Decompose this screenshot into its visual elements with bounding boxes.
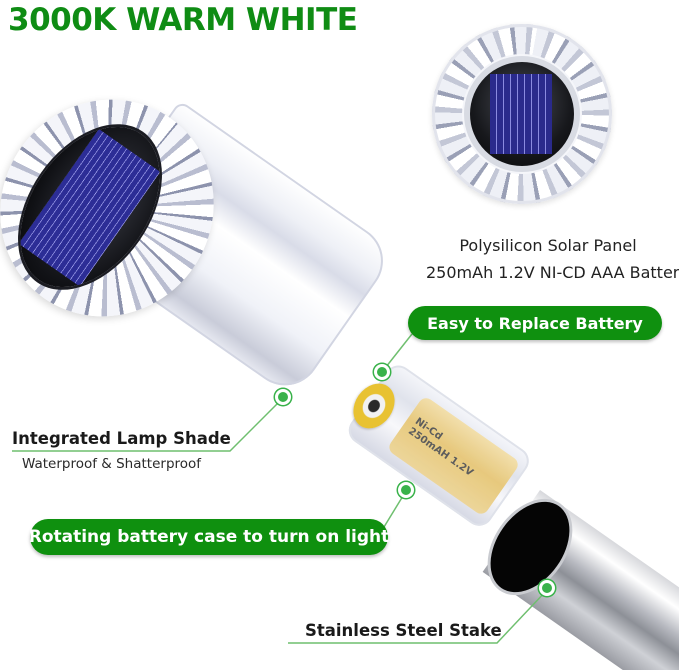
callout-dot-lamp-shade (275, 389, 291, 405)
solar-cells (490, 74, 552, 154)
lamp-shade-title: Integrated Lamp Shade (12, 429, 231, 448)
easy-replace-badge: Easy to Replace Battery (408, 306, 662, 340)
battery-label: Ni-Cd 250mAH 1.2V (405, 416, 481, 479)
rotating-case-badge: Rotating battery case to turn on light (29, 519, 389, 555)
callout-dot-battery-case (398, 482, 414, 498)
headline-title: 3000K WARM WHITE (8, 2, 358, 38)
spec-battery: 250mAh 1.2V NI-CD AAA Battery (426, 263, 679, 282)
stake-label: Stainless Steel Stake (305, 621, 502, 640)
battery-icon: Ni-Cd 250mAH 1.2V (386, 395, 521, 517)
callout-dot-stake (539, 580, 555, 596)
solar-panel-closeup-image (432, 24, 612, 204)
solar-panel-icon (470, 62, 574, 166)
callout-dot-battery (374, 364, 390, 380)
lamp-shade-subtitle: Waterproof & Shatterproof (22, 456, 202, 472)
spec-solar-panel: Polysilicon Solar Panel (459, 236, 637, 255)
